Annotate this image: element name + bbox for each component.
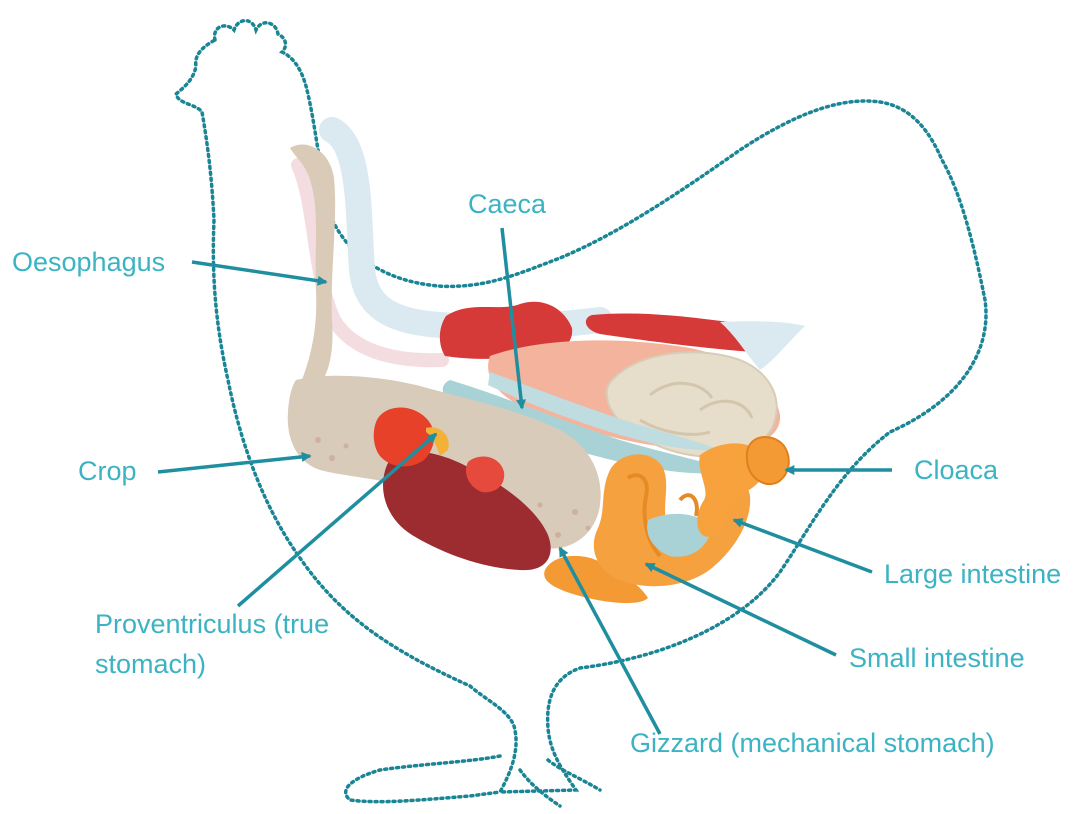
label-caeca: Caeca xyxy=(468,186,546,222)
label-gizzard: Gizzard (mechanical stomach) xyxy=(630,725,995,761)
pointer-crop xyxy=(158,456,310,472)
label-large-intestine: Large intestine xyxy=(884,556,1061,592)
label-proventriculus-line1: Proventriculus (true xyxy=(95,606,329,642)
trachea xyxy=(332,130,600,327)
cloaca-organ xyxy=(747,437,789,484)
label-cloaca: Cloaca xyxy=(914,452,998,488)
label-small-intestine: Small intestine xyxy=(849,640,1025,676)
label-proventriculus-line2: stomach) xyxy=(95,646,206,682)
label-oesophagus: Oesophagus xyxy=(12,244,165,280)
left-foot-outline xyxy=(346,756,500,802)
pointer-small-intestine xyxy=(646,564,836,655)
pointer-oesophagus xyxy=(192,262,326,282)
label-crop: Crop xyxy=(78,453,137,489)
right-foot-outline xyxy=(520,760,600,806)
pointer-large-intestine xyxy=(734,520,872,572)
